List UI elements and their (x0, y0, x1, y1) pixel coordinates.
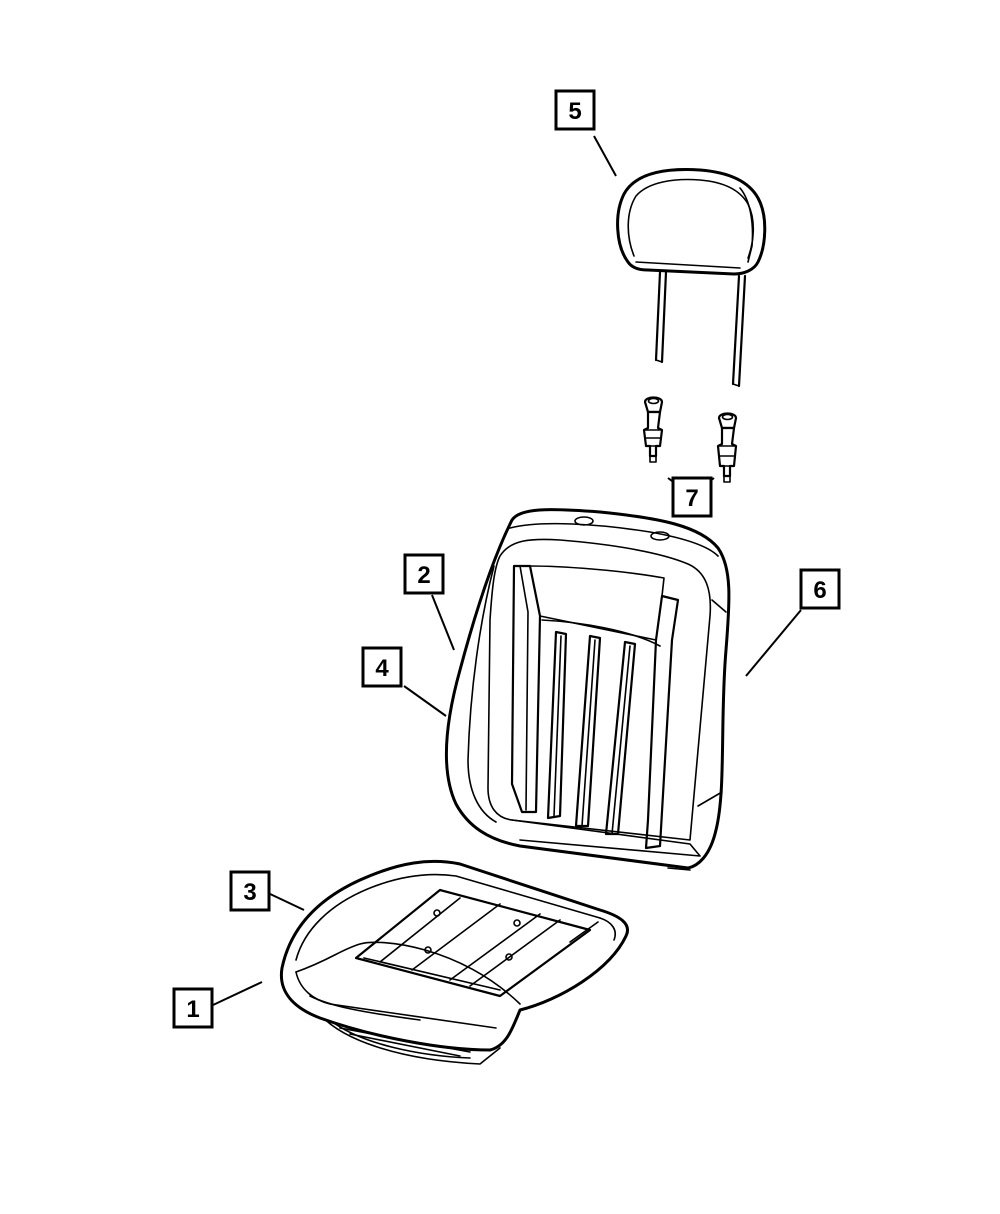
callout-5: 5 (554, 89, 596, 131)
svg-text:2: 2 (417, 562, 430, 589)
callout-3: 3 (229, 870, 271, 912)
svg-text:1: 1 (186, 996, 199, 1023)
headrest (616, 168, 767, 388)
callout-7: 7 (671, 476, 713, 518)
seat-back (444, 508, 731, 871)
svg-text:6: 6 (813, 577, 826, 604)
callout-4: 4 (361, 646, 403, 688)
svg-text:4: 4 (375, 655, 389, 682)
headrest-guide-left (642, 396, 664, 463)
headrest-guide-right (716, 412, 738, 483)
svg-text:3: 3 (243, 879, 256, 906)
svg-text:5: 5 (568, 98, 581, 125)
seat-cushion (279, 859, 629, 1065)
svg-text:7: 7 (685, 485, 698, 512)
callout-1: 1 (172, 987, 214, 1029)
callout-2: 2 (403, 553, 445, 595)
callout-6: 6 (799, 568, 841, 610)
